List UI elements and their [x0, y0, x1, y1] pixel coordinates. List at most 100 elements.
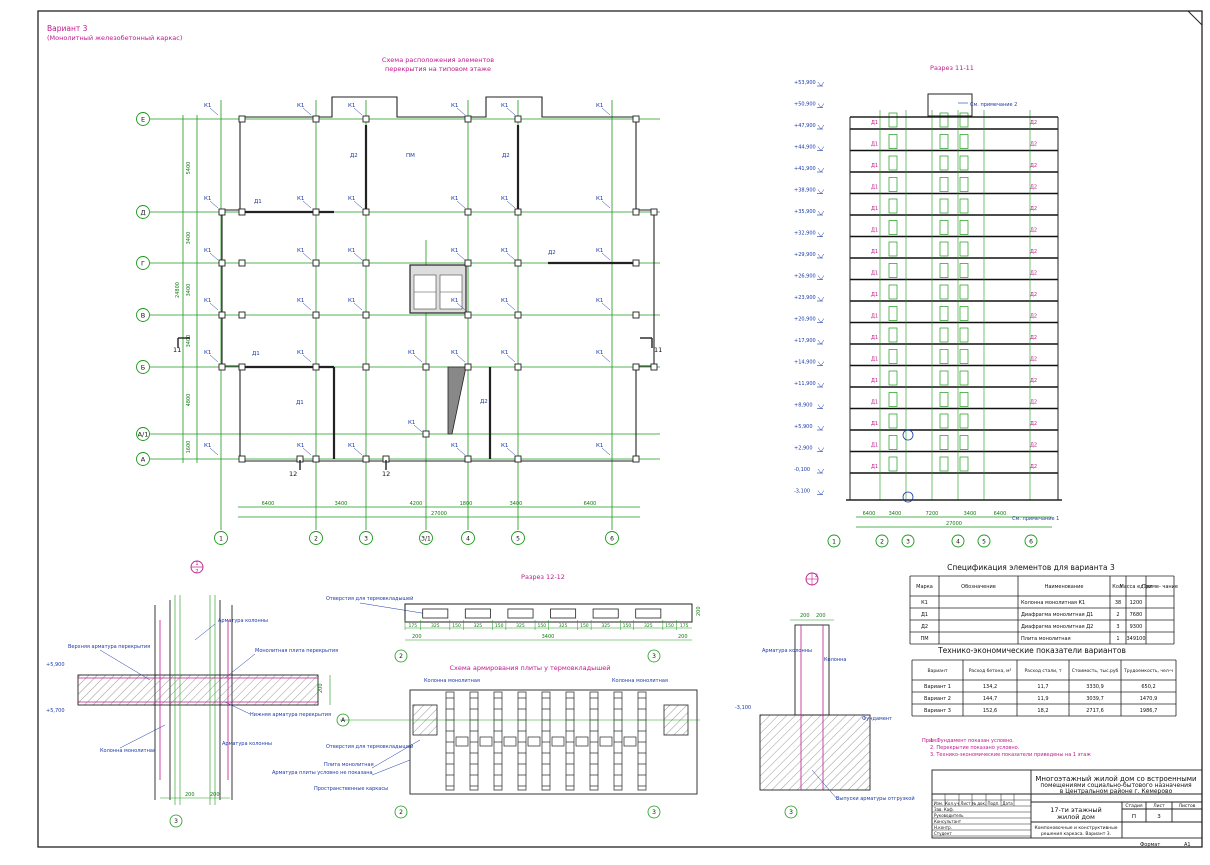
plan-letter-axis — [136, 256, 150, 270]
plan-column — [464, 259, 472, 267]
section11-door — [888, 349, 898, 364]
plan-bottom-dim-5: 3400 — [510, 501, 523, 507]
stamp-col-head: Подп. — [987, 801, 999, 806]
plan-bottom-dim-4: 1800 — [460, 501, 473, 507]
spec-cell: 9300 — [1130, 624, 1143, 630]
section12-title: Разрез 12-12 — [521, 573, 565, 581]
reinf-cage — [565, 691, 575, 791]
plan-label-k1: К1 — [348, 103, 355, 109]
plan-column — [464, 208, 472, 216]
section11-d1: Д1 — [871, 292, 878, 298]
spec-header: Масса ед. кг — [1120, 584, 1153, 590]
tech-table: Технико-экономические показатели вариант… — [911, 646, 1177, 717]
section11-door — [888, 392, 898, 407]
node2-num: 2 — [815, 573, 818, 579]
section11-level: +2,900 — [794, 446, 813, 452]
plan-column — [312, 115, 320, 123]
plan-label-k1: К1 — [297, 298, 304, 304]
plan-letter-axis — [136, 427, 150, 441]
sec11-dim-1: 6400 — [863, 511, 876, 517]
section11-d1: Д1 — [871, 378, 878, 384]
section11-level: +17,900 — [794, 338, 816, 344]
section11-door — [888, 413, 898, 429]
node-2: 2 200 200 Арматура колонны Колонна Фунда… — [735, 572, 915, 819]
node1-label-2: Арматура колонны — [218, 618, 268, 624]
reinf-hole — [623, 736, 637, 747]
section11-level: -0,100 — [794, 467, 810, 473]
plan-number-axis — [605, 531, 619, 545]
plan-number-axis — [359, 531, 373, 545]
section11-d2: Д2 — [1030, 400, 1037, 406]
plan-label-k1: К1 — [596, 298, 603, 304]
tech-cell: 650,2 — [1141, 684, 1155, 690]
section11-door — [959, 435, 969, 450]
reinf-label-2: Колонна монолитная — [612, 678, 668, 684]
plan-label-k1: К1 — [297, 350, 304, 356]
spec-cell: Диафрагма монолитная Д1 — [1021, 612, 1093, 618]
spec-cell: К1 — [921, 600, 928, 606]
plan-left-dim-4: 3400 — [186, 335, 192, 348]
plan-column — [238, 311, 246, 319]
section11-door — [939, 413, 949, 429]
tech-header: Расход бетона, м³ — [969, 668, 1012, 674]
plan-label-k1: К1 — [501, 350, 508, 356]
spec-cell: Д2 — [921, 624, 928, 630]
plan-title-1: Схема расположения элементов — [382, 56, 494, 64]
reinf-hole — [599, 736, 613, 747]
plan-number-axis — [419, 531, 433, 545]
node1-height: 200 — [318, 683, 324, 693]
section11-level: +32,900 — [794, 231, 816, 237]
stamp-col-head: Изм. — [934, 801, 943, 806]
plan-column — [464, 455, 472, 463]
stamp-format: А1 — [1184, 842, 1191, 848]
section11-door — [888, 220, 898, 235]
section11-door — [939, 327, 949, 343]
section12-hole — [592, 608, 619, 619]
plan-letter-axis-label: В — [141, 312, 145, 320]
stamp-col-head: Дата — [1002, 801, 1013, 806]
node1-level-top: +5,900 — [46, 662, 65, 668]
plan-label-k1: К1 — [451, 103, 458, 109]
plan-label-k1: К1 — [348, 248, 355, 254]
plan-bottom-dim-6: 6400 — [584, 501, 597, 507]
sec11-dim-3: 7200 — [926, 511, 939, 517]
spec-cell: 3 — [1116, 624, 1119, 630]
section11-level: +53,900 — [794, 80, 816, 86]
sec11-dim-4: 3400 — [964, 511, 977, 517]
plan-column — [422, 363, 430, 371]
plan-column — [362, 208, 370, 216]
stamp-title-3: в Центральном районе г. Кемерово — [1060, 788, 1173, 795]
section11-door — [888, 435, 898, 450]
plan-column — [514, 455, 522, 463]
plan-number-axis — [309, 531, 323, 545]
plan-label-k1: К1 — [501, 443, 508, 449]
cut-12-left: 12 — [289, 470, 297, 478]
section11-d2: Д2 — [1030, 228, 1037, 234]
node2-label-2: Колонна — [824, 657, 846, 663]
tech-cell: Вариант 2 — [924, 696, 951, 702]
stamp-desc-1: Компоновочные и конструктивные — [1034, 825, 1117, 831]
section11-d2: Д2 — [1030, 292, 1037, 298]
node1-label-3: Монолитная плита перекрытия — [255, 648, 338, 654]
plan-label-d2: Д2 — [480, 399, 488, 405]
plan-label-k1: К1 — [204, 298, 211, 304]
section12-dim: 325 — [601, 623, 610, 629]
reinf-cage — [589, 691, 599, 791]
reinf-label-1: Колонна монолитная — [424, 678, 480, 684]
section11-d2: Д2 — [1030, 464, 1037, 470]
section11-d1: Д1 — [871, 271, 878, 277]
section11-d2: Д2 — [1030, 163, 1037, 169]
plan-label-k1: К1 — [596, 350, 603, 356]
plan-letter-axis-label: А — [141, 456, 146, 464]
plan-label-k1: К1 — [451, 350, 458, 356]
stamp-col-head: Кол.уч — [945, 801, 959, 806]
stamp-format-label: Формат — [1140, 842, 1160, 848]
plan-bottom-dim-1: 6400 — [262, 501, 275, 507]
reinf-cage — [541, 691, 551, 791]
frame-corner — [1187, 10, 1203, 26]
section11-door — [939, 263, 949, 278]
spec-header: Кол. — [1112, 584, 1124, 590]
section11-axis-label: 4 — [956, 539, 960, 546]
plan-column — [312, 455, 320, 463]
plan-label-k1: К1 — [451, 443, 458, 449]
